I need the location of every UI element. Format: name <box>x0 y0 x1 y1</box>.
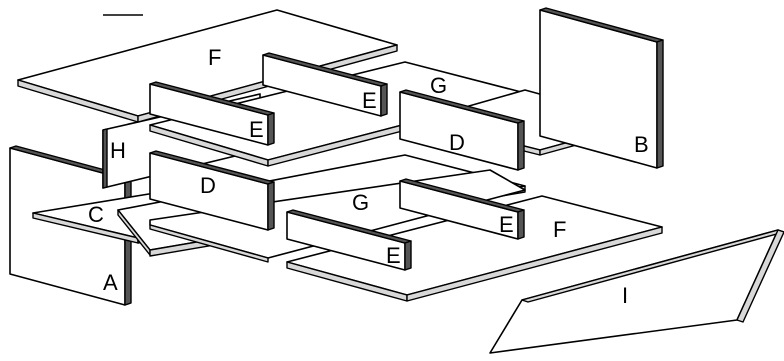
divider-e-upper-right: E <box>262 52 388 117</box>
label-g-lower: G <box>352 190 369 215</box>
label-h: H <box>110 138 126 163</box>
divider-d-lower: D <box>149 150 275 231</box>
divider-e-lower-left: E <box>286 209 412 271</box>
label-e-upper-left: E <box>249 117 264 142</box>
label-f-top: F <box>208 45 221 70</box>
label-e-lower-right: E <box>499 212 514 237</box>
label-e-upper-right: E <box>362 88 377 113</box>
label-c-lower: C <box>88 202 104 227</box>
divider-d-upper: D <box>399 89 525 171</box>
label-g-upper: G <box>430 73 447 98</box>
label-f-lower: F <box>553 217 566 242</box>
label-e-lower-left: E <box>386 243 401 268</box>
panel-b: B <box>539 7 664 169</box>
label-d-lower: D <box>200 173 216 198</box>
shelf-f-lower: F <box>286 195 663 302</box>
label-b: B <box>634 132 649 157</box>
divider-e-upper-left: E <box>149 81 275 146</box>
label-i: I <box>622 283 628 308</box>
plinth-i: I <box>489 229 784 354</box>
label-a: A <box>103 270 118 295</box>
label-d-upper: D <box>449 130 465 155</box>
divider-e-lower-right: E <box>399 178 525 240</box>
